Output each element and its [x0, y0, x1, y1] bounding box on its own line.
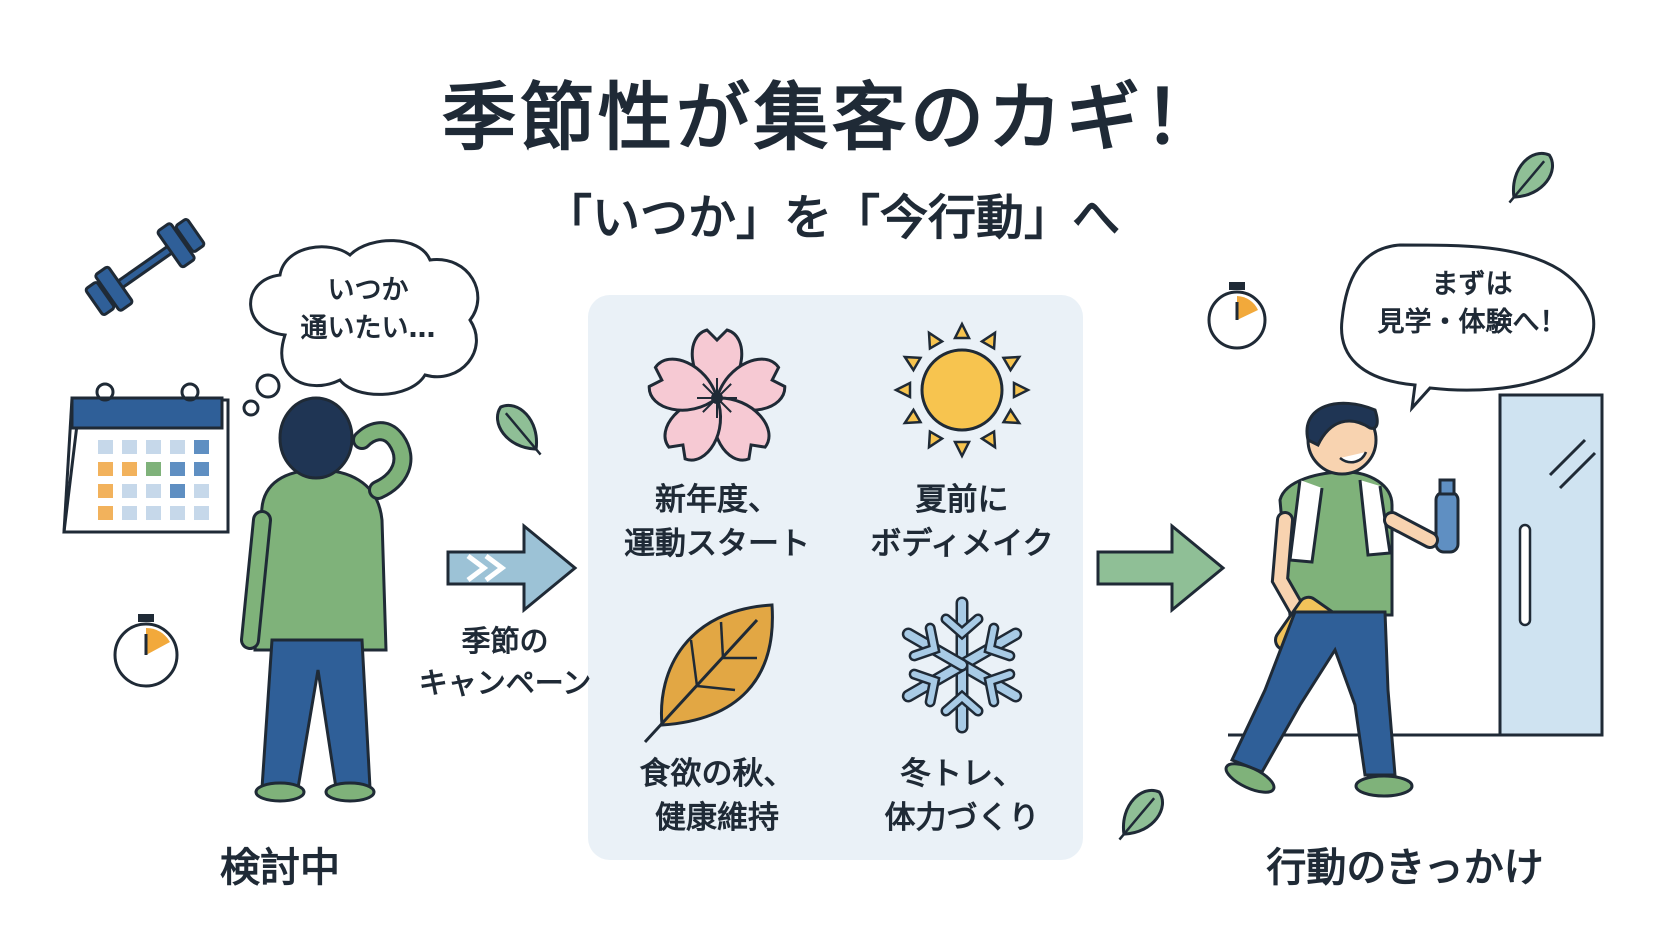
blossom-stamen [702, 383, 718, 399]
leaf-icon [495, 403, 542, 456]
calendar-cell [98, 440, 113, 454]
sun-ray [952, 440, 972, 459]
calendar-cell [98, 462, 113, 476]
stopwatch-icon [113, 614, 179, 688]
calendar-cell [146, 484, 161, 498]
sun-ray [927, 330, 945, 351]
right-caption: 行動のきっかけ [1266, 845, 1544, 891]
blossom-stamen [716, 383, 732, 399]
season-label-autumn: 食欲の秋、健康維持 [639, 756, 795, 836]
snowflake-arm [901, 658, 969, 708]
blossom-stamen [702, 397, 718, 413]
calendar-cell [122, 440, 137, 454]
action-arrow [1096, 522, 1226, 614]
page-title: 季節性が集客のカギ！ [442, 75, 1222, 161]
calendar-cell [122, 506, 137, 520]
speech-text: まずは 見学・体験へ！ [1377, 269, 1567, 338]
calendar-cell [98, 484, 113, 498]
sun-ray [1012, 380, 1031, 400]
sun-ray [979, 429, 997, 450]
campaign-arrow [446, 522, 578, 614]
calendar-cell [194, 506, 209, 520]
sun-ray [1001, 355, 1022, 373]
calendar-cell [146, 440, 161, 454]
sun-ray [893, 380, 912, 400]
sun-ray [979, 330, 997, 351]
thought-text: いつか 通いたい… [300, 275, 436, 344]
left-caption: 検討中 [220, 845, 340, 891]
calendar-cell [170, 484, 185, 498]
calendar-cell [194, 462, 209, 476]
calendar-icon [62, 382, 230, 534]
season-label-summer: 夏前にボディメイク [870, 482, 1054, 562]
sun-ray [952, 321, 972, 340]
thought-bubble [242, 239, 480, 417]
leaf-icon [1118, 788, 1165, 841]
leaf-icon [1508, 151, 1555, 204]
walking-person [1224, 401, 1460, 798]
calendar-cell [170, 462, 185, 476]
campaign-label: 季節の キャンペーン [418, 624, 592, 700]
season-label-winter: 冬トレ、体力づくり [884, 756, 1040, 836]
page-subtitle: 「いつか」を「今行動」へ [543, 190, 1120, 246]
calendar-cell [146, 462, 161, 476]
snowflake-icon [901, 596, 1023, 734]
snowflake-arm [901, 622, 969, 672]
sun-icon [893, 321, 1031, 459]
thinking-person [240, 396, 413, 803]
calendar-cell [194, 440, 209, 454]
gym-door [1228, 393, 1604, 737]
cherry-blossom-icon [647, 328, 787, 462]
calendar-cell [170, 440, 185, 454]
snowflake-arm [940, 596, 984, 672]
snowflake-arm [955, 622, 1023, 672]
sun-ray [902, 355, 923, 373]
calendar-cell [122, 484, 137, 498]
blossom-stamen [716, 397, 732, 413]
snowflake-arm [940, 658, 984, 734]
stopwatch-icon [1207, 282, 1267, 350]
calendar-cell [98, 506, 113, 520]
autumn-leaf-icon [643, 603, 774, 744]
calendar-cell [194, 484, 209, 498]
sun-ray [1001, 407, 1022, 425]
calendar-cell [170, 506, 185, 520]
calendar-cell [146, 506, 161, 520]
dumbbell-icon [84, 218, 206, 316]
sun-ray [927, 429, 945, 450]
snowflake-arm [955, 658, 1023, 708]
speech-bubble [1340, 243, 1596, 413]
season-label-spring: 新年度、運動スタート [624, 482, 810, 562]
sun-ray [902, 407, 923, 425]
calendar-cell [122, 462, 137, 476]
